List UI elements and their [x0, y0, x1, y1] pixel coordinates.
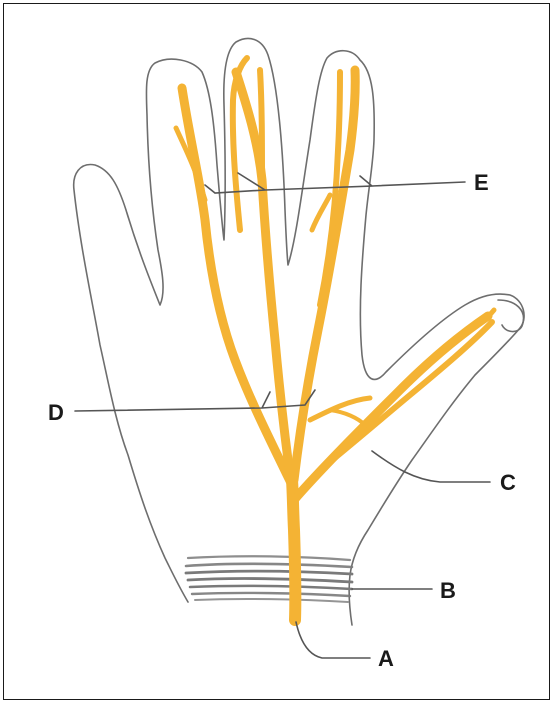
label-b: B — [440, 578, 456, 603]
label-a: A — [378, 646, 394, 671]
nerve-index-branch — [182, 88, 292, 485]
wrist-band — [186, 556, 352, 602]
nerve-thumb-branch-2 — [320, 322, 492, 470]
nerve-middle-side-2 — [260, 70, 262, 180]
nerve-ring-twig — [312, 195, 330, 230]
median-nerve — [176, 58, 494, 620]
leader-a — [296, 622, 370, 658]
nerve-palmar-twig-1 — [310, 398, 370, 420]
leader-c — [372, 451, 490, 482]
nerve-palmar-twig-2 — [330, 410, 365, 425]
label-c: C — [500, 470, 516, 495]
label-d: D — [48, 400, 64, 425]
label-e: E — [474, 170, 489, 195]
